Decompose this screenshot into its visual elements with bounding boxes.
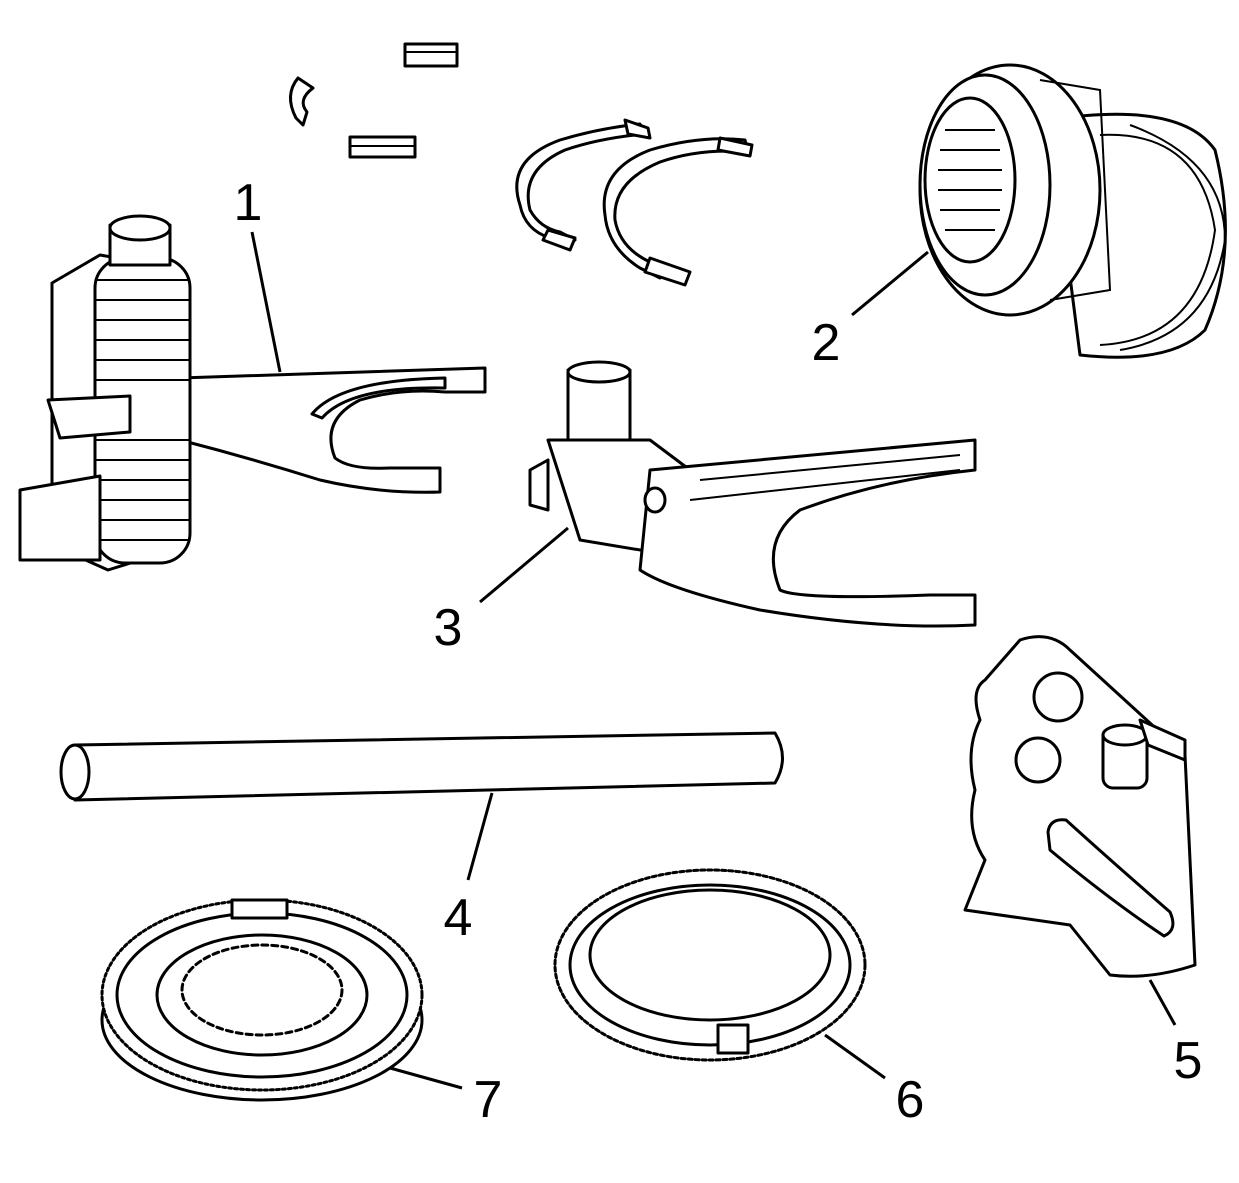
snap-ring-right [602, 136, 754, 287]
shift-shaft [59, 731, 784, 802]
detent-key-lower [348, 135, 417, 159]
leader-line-6 [824, 1033, 886, 1080]
shift-fork-with-boss [528, 360, 977, 628]
callout-1: 1 [234, 174, 263, 232]
callout-2: 2 [812, 314, 841, 372]
synchronizer-hub [100, 898, 424, 1102]
retainer-clip-small [289, 76, 315, 127]
snap-ring-left [515, 118, 652, 252]
leader-line-5 [1148, 979, 1177, 1026]
callout-6: 6 [896, 1071, 925, 1129]
callout-7: 7 [474, 1071, 503, 1129]
callout-5: 5 [1174, 1032, 1203, 1090]
detent-key-upper [403, 42, 459, 68]
synchronizer-gear-assembly [918, 63, 1227, 359]
leader-line-4 [466, 792, 494, 881]
shift-detent-plate [963, 635, 1197, 978]
leader-line-1 [250, 231, 282, 373]
leader-line-7 [389, 1066, 463, 1090]
blocker-ring [553, 868, 867, 1062]
shift-fork-with-spring [18, 214, 487, 572]
callout-3: 3 [434, 599, 463, 657]
leader-line-3 [479, 526, 569, 604]
leader-line-2 [851, 250, 929, 317]
callout-4: 4 [444, 889, 473, 947]
